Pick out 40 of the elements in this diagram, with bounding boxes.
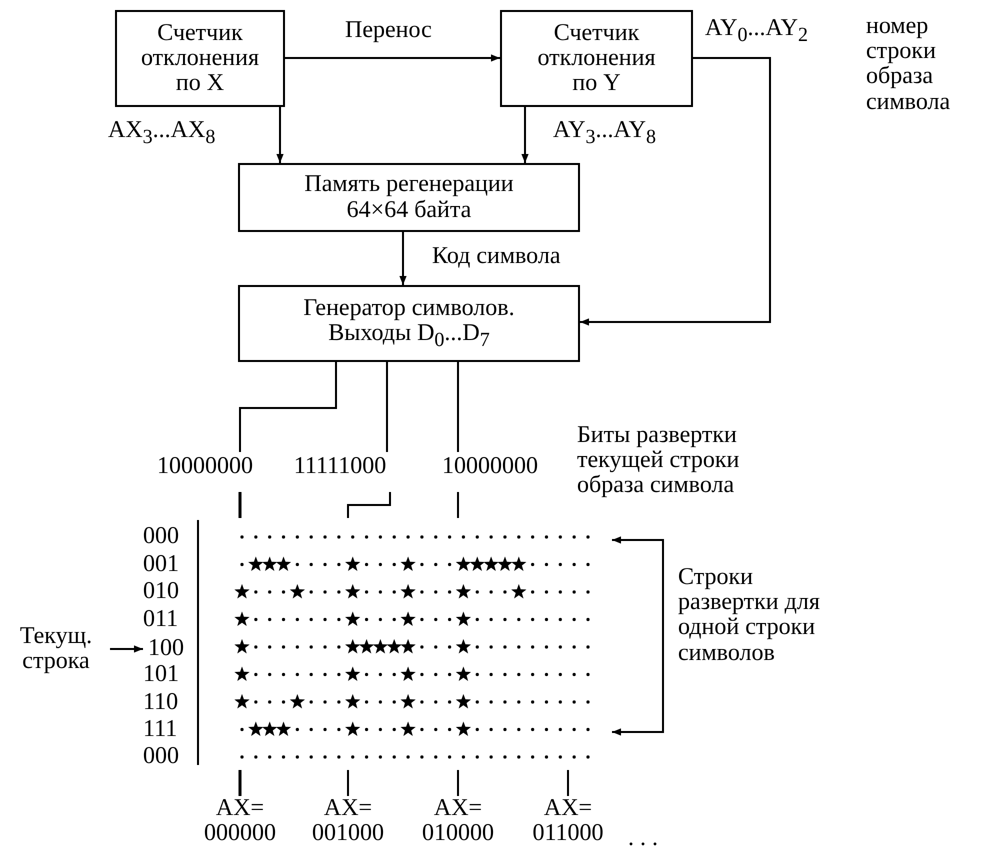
row-number: 001 xyxy=(143,552,180,578)
arrow xyxy=(276,107,284,163)
arrow xyxy=(399,232,407,285)
address-label: AX= 011000 xyxy=(531,796,605,846)
process-box xyxy=(500,10,693,107)
note-text: Биты развертки текущей строки образа символа xyxy=(577,423,740,499)
box-text: Память регенерации 64×64 байта xyxy=(303,172,515,223)
bit-pattern-text: 10000000 xyxy=(430,452,550,482)
bit-pattern-text: 10000000 xyxy=(144,452,266,482)
address-label: AX= 000000 xyxy=(203,796,277,846)
address-label: AX= 001000 xyxy=(311,796,385,846)
note-text: Строки развертки для одной строки символов xyxy=(678,565,821,666)
row-number: 010 xyxy=(143,579,180,604)
row-number: 110 xyxy=(143,690,180,716)
connector-line xyxy=(386,362,388,452)
bit-pattern-text: 11111000 xyxy=(279,452,401,482)
row-number: 101 xyxy=(143,662,180,688)
address-label: AX= 010000 xyxy=(421,796,495,846)
row-number: 000 xyxy=(143,524,180,550)
connector-line xyxy=(239,362,337,452)
ellipsis-text: . . . xyxy=(627,826,659,852)
note-text: номер строки образа символа xyxy=(866,14,952,115)
arrow xyxy=(285,54,500,62)
box-text: Генератор символов. Выходы D$_{0}$...D$_{7}$ xyxy=(302,296,516,351)
edge-label: Перенос xyxy=(345,18,432,42)
edge-label: Код символа xyxy=(432,244,560,268)
row-number: 111 xyxy=(143,717,178,742)
process-box xyxy=(115,10,285,107)
arrow xyxy=(580,57,771,326)
box-text: Счетчик отклонения по Y xyxy=(536,20,657,96)
row-number: 000 xyxy=(143,744,180,770)
process-box xyxy=(238,163,580,232)
arrow xyxy=(521,107,529,163)
box-text: Счетчик отклонения по X xyxy=(140,20,260,96)
row-number: 100 xyxy=(143,636,189,662)
process-box xyxy=(238,285,580,362)
row-number: 011 xyxy=(143,607,180,632)
arrow xyxy=(110,645,143,653)
row-pointer-text: Текущ. строка xyxy=(2,622,110,676)
connector-line xyxy=(457,362,459,452)
